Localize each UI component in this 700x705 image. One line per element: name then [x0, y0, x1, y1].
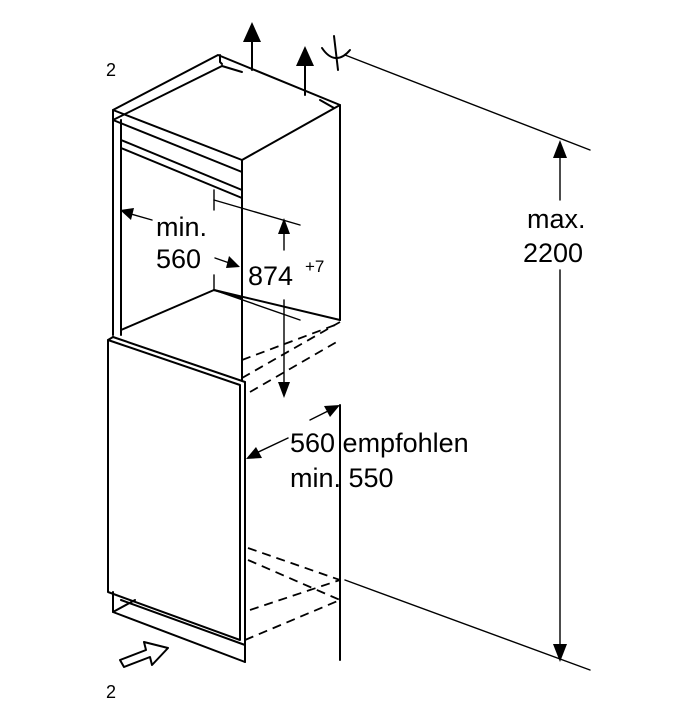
arrow-right-icon	[119, 641, 169, 668]
depth-dimension	[120, 208, 240, 268]
max-height-dimension	[344, 54, 591, 671]
width-dimension	[246, 405, 340, 459]
niche-height-label: 874	[248, 261, 293, 291]
depth-value-label: 560	[156, 244, 201, 274]
appliance-door	[107, 336, 246, 641]
niche-height-dimension	[213, 199, 301, 398]
marker-top: 2	[106, 60, 116, 80]
max-value-label: 2200	[523, 238, 583, 268]
marker-bottom: 2	[106, 682, 116, 700]
width-recommended-label: 560 empfohlen	[290, 428, 469, 458]
max-label: max.	[527, 204, 586, 234]
hidden-lines	[241, 321, 341, 641]
depth-min-label: min.	[156, 212, 207, 242]
niche-height-tolerance: +7	[305, 257, 324, 276]
airflow-symbol-icon	[321, 35, 351, 71]
arrow-up-icon	[296, 46, 314, 96]
width-min-label: min. 550	[290, 463, 394, 493]
lower-cabinet	[112, 381, 341, 663]
arrow-up-icon	[243, 22, 261, 71]
cabinet-outline	[112, 54, 341, 381]
